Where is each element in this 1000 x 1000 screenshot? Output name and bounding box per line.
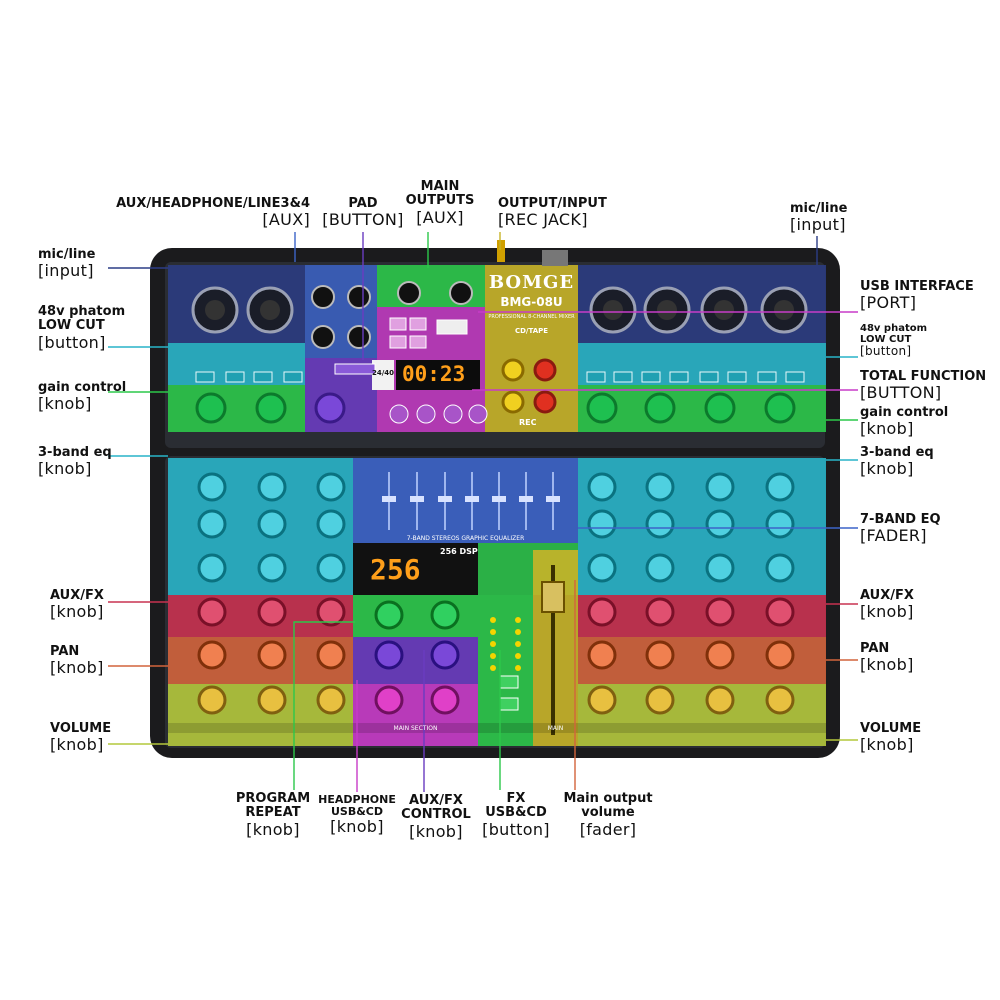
label-total-function: TOTAL FUNCTION [BUTTON] — [860, 369, 987, 403]
label-mic-line-right: mic/line [input] — [790, 201, 848, 235]
bits-badge — [372, 360, 394, 390]
geq-fader-caps — [382, 496, 560, 502]
label-main-output: Main output volume [fader] — [563, 791, 653, 839]
label-headphone-usb: HEADPHONE USB&CD [knob] — [318, 793, 396, 837]
function-buttons — [389, 317, 468, 349]
label-pad: PAD [BUTTON] — [322, 196, 404, 230]
fx-usb-buttons — [499, 675, 519, 711]
main-section-label: MAIN SECTION — [393, 725, 438, 732]
main-fader-cap — [541, 581, 565, 613]
meter-leds — [490, 617, 521, 671]
brand-model: BMG-08U — [500, 295, 563, 309]
main-section-knobs — [374, 600, 460, 715]
label-program-repeat: PROGRAM REPEAT [knob] — [235, 791, 311, 839]
label-auxfx-right: AUX/FX [knob] — [860, 588, 914, 622]
phantom-buttons — [195, 371, 805, 383]
label-mic-line-left: mic/line [input] — [38, 247, 96, 281]
label-pan-left: PAN [knob] — [50, 644, 104, 678]
label-volume-left: VOLUME [knob] — [50, 721, 112, 755]
label-gain-left: gain control [knob] — [38, 380, 127, 414]
dsp-zone — [353, 543, 478, 595]
label-seven-band: 7-BAND EQ [FADER] — [860, 512, 941, 546]
label-eq-right: 3-band eq [knob] — [860, 445, 934, 479]
label-main-outputs: MAIN OUTPUTS [AUX] — [405, 179, 475, 227]
geq-title: 7-BAND STEREOS GRAPHIC EQUALIZER — [406, 535, 525, 542]
bottom-strip — [168, 723, 826, 733]
label-phantom-left: 48v phatom LOW CUT [button] — [38, 304, 126, 352]
brand-block: BOMGE BMG-08U PROFESSIONAL 8-CHANNEL MIX… — [485, 272, 578, 335]
label-auxfx-left: AUX/FX [knob] — [50, 588, 104, 622]
bits-label: 24/40 — [372, 369, 395, 377]
cdtape-label: CD/TAPE — [514, 327, 549, 335]
pad-button — [334, 363, 376, 375]
dsp-title: 256 DSP — [440, 547, 478, 556]
gain-knobs — [195, 392, 796, 424]
xlr-jacks — [191, 286, 808, 334]
main-fader-label: MAIN — [547, 725, 564, 732]
power-switch — [497, 240, 505, 262]
leader-lines — [108, 232, 858, 792]
label-pan-right: PAN [knob] — [860, 641, 914, 675]
main-fader-zone — [533, 550, 578, 746]
brand-name: BOMGE — [488, 272, 575, 293]
label-aux-headphone: AUX/HEADPHONE/LINE3&4 [AUX] — [116, 196, 310, 230]
eq-knobs — [197, 472, 795, 583]
label-phantom-right: 48v phatom LOW CUT [button] — [860, 323, 928, 358]
timer-readout: 00:23 — [402, 362, 466, 386]
transport-buttons — [389, 404, 488, 424]
volume-knobs — [197, 685, 795, 715]
label-auxfx-control: AUX/FX CONTROL [knob] — [401, 793, 471, 841]
meter-zone — [478, 595, 533, 746]
label-eq-left: 3-band eq [knob] — [38, 445, 112, 479]
cdtape-zone — [485, 265, 578, 432]
rca-jacks — [501, 358, 557, 414]
rec-jack — [542, 250, 568, 266]
timer-display — [396, 360, 480, 390]
dsp-readout: 256 — [370, 553, 421, 586]
label-fx-usb: FX USB&CD [button] — [482, 791, 550, 839]
rec-label: REC — [519, 418, 537, 427]
auxfx-control-zone — [353, 637, 478, 684]
auxfx-knobs — [197, 597, 795, 627]
phones-zone — [353, 684, 478, 746]
label-output-input: OUTPUT/INPUT [REC JACK] — [498, 196, 607, 230]
brand-subtitle: PROFESSIONAL 8-CHANNEL MIXER — [488, 314, 575, 320]
label-volume-right: VOLUME [knob] — [860, 721, 922, 755]
label-gain-right: gain control [knob] — [860, 405, 949, 439]
aux-jacks — [311, 281, 473, 349]
pan-knobs — [197, 640, 795, 670]
label-usb-interface: USB INTERFACE [PORT] — [860, 279, 974, 313]
